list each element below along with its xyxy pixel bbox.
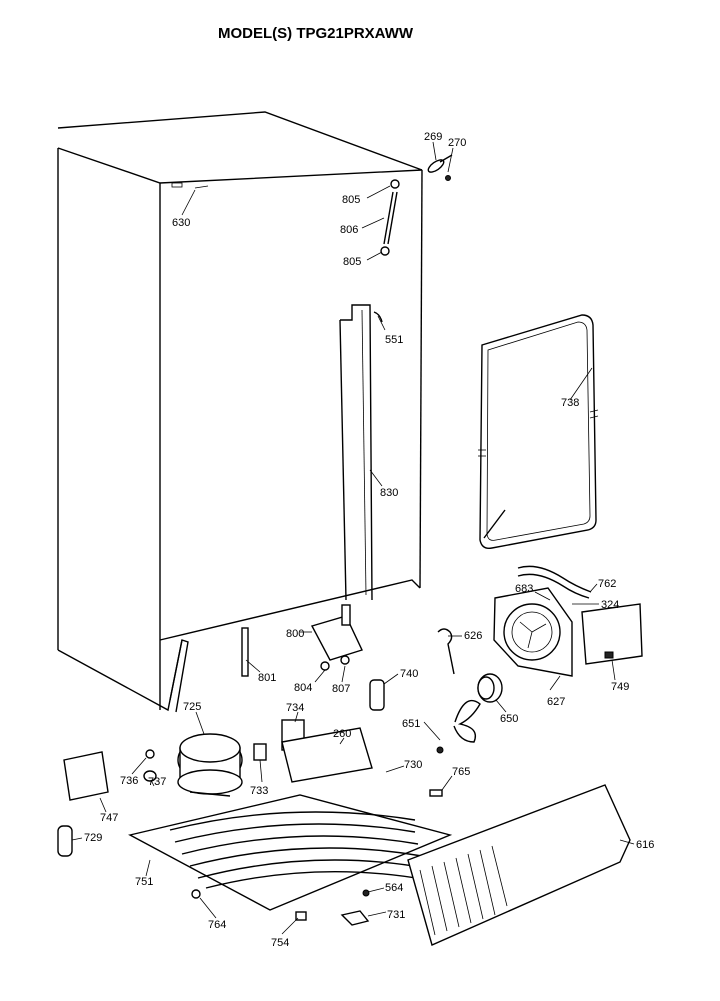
label-651: 651 — [402, 718, 420, 730]
grille — [407, 784, 631, 946]
label-269: 269 — [424, 131, 442, 143]
label-270: 270 — [448, 137, 466, 149]
label-747: 747 — [100, 812, 118, 824]
label-754: 754 — [271, 937, 289, 949]
label-751: 751 — [135, 876, 153, 888]
label-627: 627 — [547, 696, 565, 708]
label-734: 734 — [286, 702, 304, 714]
overload — [253, 743, 267, 761]
drain-hose — [517, 565, 592, 593]
label-830: 830 — [380, 487, 398, 499]
condenser-base — [128, 727, 453, 911]
part-754 — [295, 911, 307, 921]
label-551: 551 — [385, 334, 403, 346]
label-804: 804 — [294, 682, 312, 694]
label-733: 733 — [250, 785, 268, 797]
label-749: 749 — [611, 681, 629, 693]
label-730: 730 — [404, 759, 422, 771]
fan-blade — [436, 699, 481, 754]
refrigerator-cabinet — [57, 111, 423, 713]
fan-motor — [477, 673, 503, 703]
door-gasket — [478, 314, 599, 550]
label-764: 764 — [208, 919, 226, 931]
label-683: 683 — [515, 583, 533, 595]
clip-731 — [340, 910, 370, 926]
label-806: 806 — [340, 224, 358, 236]
label-731: 731 — [387, 909, 405, 921]
label-616: 616 — [636, 839, 654, 851]
screw-564 — [362, 889, 370, 897]
label-324: 324 — [601, 599, 619, 611]
label-740: 740 — [400, 668, 418, 680]
compressor — [177, 733, 243, 797]
part-labels: 269 270 630 805 806 805 551 738 830 683 … — [84, 131, 654, 949]
defrost-assembly — [241, 604, 363, 677]
clip — [373, 311, 383, 323]
label-800: 800 — [286, 628, 304, 640]
divider-channel — [339, 304, 373, 601]
label-762: 762 — [598, 578, 616, 590]
label-626: 626 — [464, 630, 482, 642]
sensor — [437, 628, 455, 675]
label-729: 729 — [84, 832, 102, 844]
label-805: 805 — [342, 194, 360, 206]
label-725: 725 — [183, 701, 201, 713]
label-805: 805 — [343, 256, 361, 268]
bracket-764 — [191, 889, 201, 899]
label-736: 736 — [120, 775, 138, 787]
diagram-title: MODEL(S) TPG21PRXAWW — [218, 25, 414, 42]
valve-fitting — [427, 154, 453, 181]
fan-shroud — [493, 587, 573, 677]
label-765: 765 — [452, 766, 470, 778]
label-807: 807 — [332, 683, 350, 695]
water-tube — [380, 179, 400, 256]
label-260: 260 — [333, 728, 351, 740]
leader-lines — [71, 141, 635, 935]
label-737: 737 — [148, 776, 166, 788]
bracket — [63, 751, 109, 801]
label-564: 564 — [385, 882, 403, 894]
relay — [369, 679, 385, 711]
capacitor — [57, 825, 73, 857]
control-panel — [581, 603, 643, 665]
label-801: 801 — [258, 672, 276, 684]
label-630: 630 — [172, 217, 190, 229]
label-650: 650 — [500, 713, 518, 725]
label-738: 738 — [561, 397, 579, 409]
clip-765 — [429, 789, 443, 797]
